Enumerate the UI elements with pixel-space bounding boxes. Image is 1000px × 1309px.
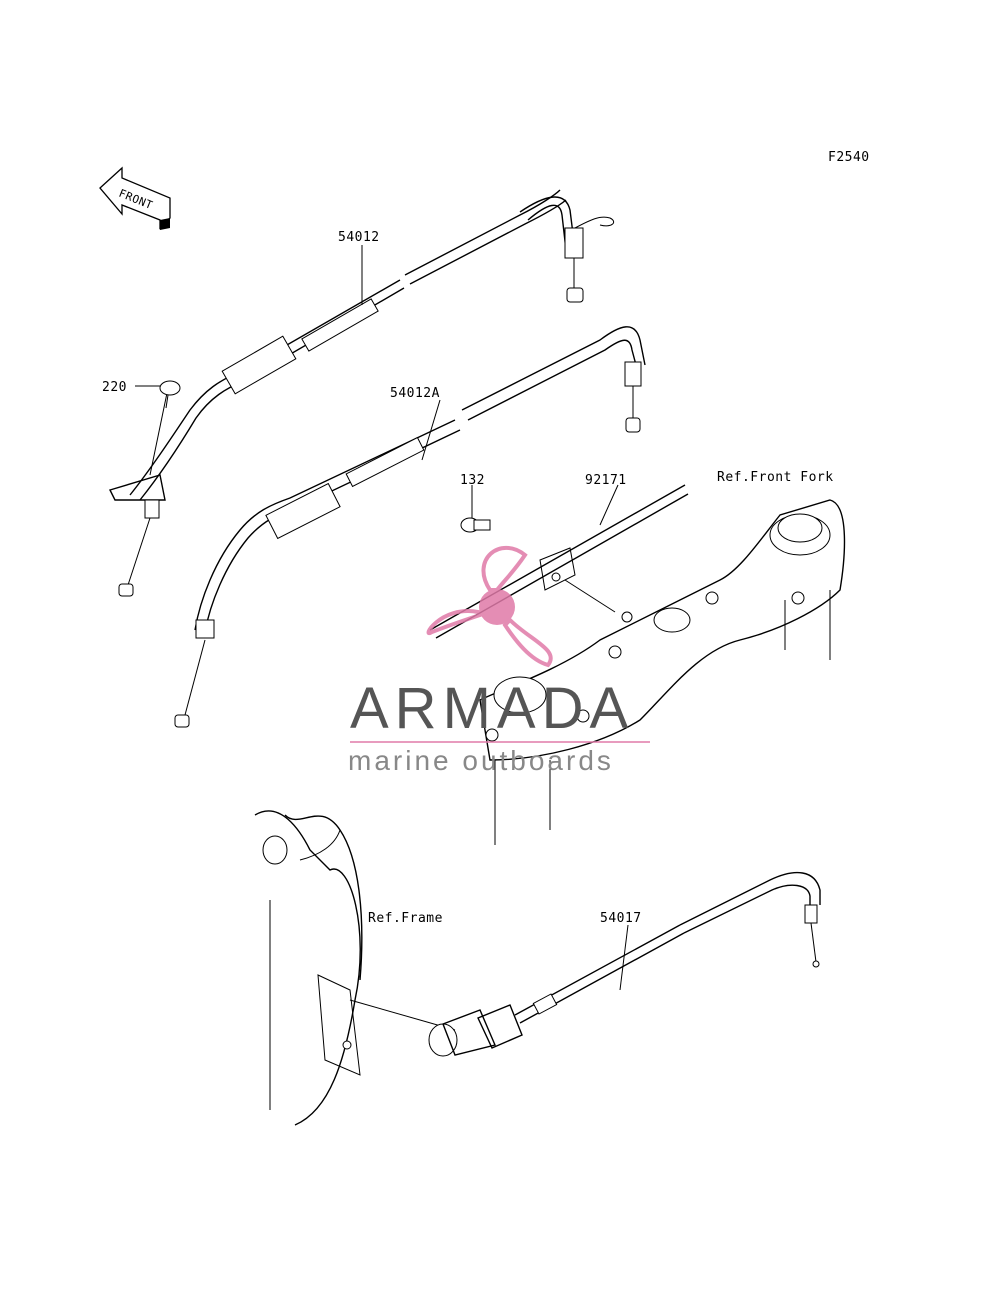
part-label-54012: 54012 [338, 230, 380, 245]
part-label-54017: 54017 [600, 911, 642, 926]
frame-outline [254, 810, 456, 1126]
ref-frame-label: Ref.Frame [368, 911, 443, 926]
ref-front-fork-label: Ref.Front Fork [717, 470, 834, 485]
choke-cable-54017 [428, 871, 821, 1057]
armada-logo-icon [426, 545, 553, 668]
fork-top-bridge [479, 499, 846, 845]
throttle-cable-54012A [174, 326, 646, 728]
bolt-132 [460, 517, 491, 533]
diagram-code: F2540 [828, 150, 870, 165]
part-label-220: 220 [102, 380, 127, 395]
watermark-tagline: marine outboards [348, 745, 614, 776]
part-label-54012A: 54012A [390, 386, 440, 401]
part-label-132: 132 [460, 473, 485, 488]
part-label-92171: 92171 [585, 473, 627, 488]
front-arrow-icon: FRONT [99, 166, 171, 230]
bolt-220 [159, 380, 181, 409]
throttle-cable-54012 [109, 189, 615, 597]
watermark-brand: ARMADA [350, 676, 634, 741]
leader-lines [135, 245, 629, 991]
